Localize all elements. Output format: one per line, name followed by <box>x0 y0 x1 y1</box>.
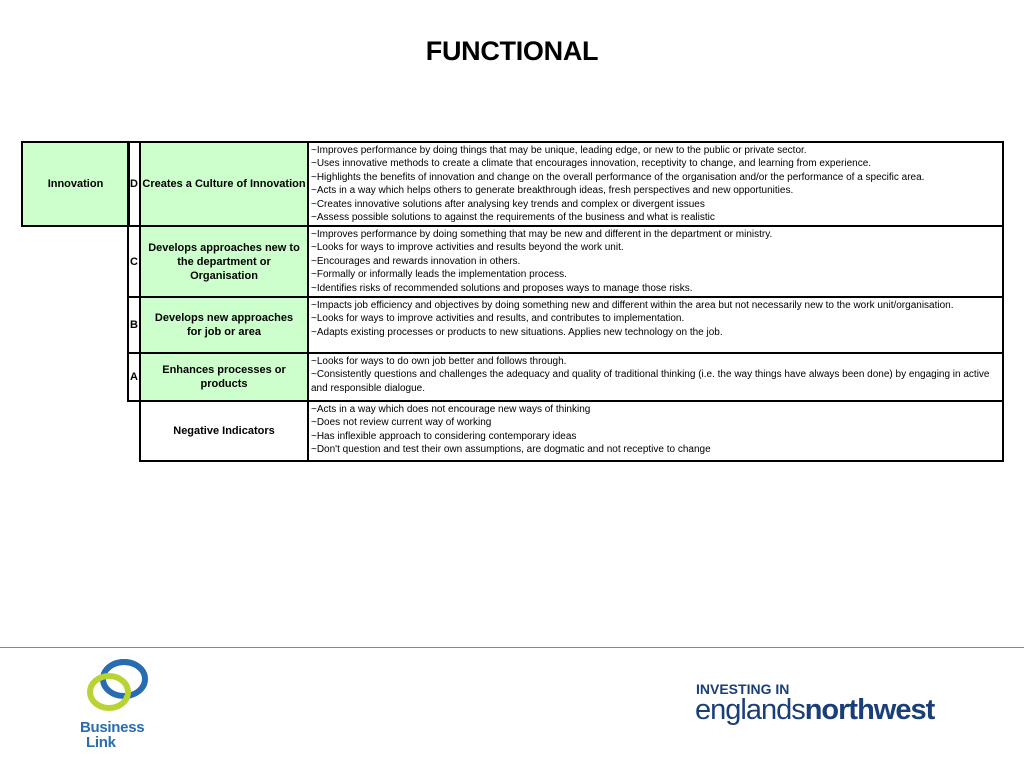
indicator: ~Improves performance by doing things th… <box>311 145 807 156</box>
indicator: ~Looks for ways to do own job better and… <box>311 356 567 367</box>
nw-logo-investing-in: INVESTING IN <box>696 681 790 697</box>
level-c-indicators: ~Improves performance by doing something… <box>307 225 1004 298</box>
indicator: ~Looks for ways to improve activities an… <box>311 313 685 325</box>
business-link-logo <box>87 659 148 711</box>
indicator: ~Acts in a way which does not encourage … <box>311 404 591 415</box>
nw-logo-englands: englands <box>695 694 806 726</box>
indicator: ~Looks for ways to improve activities an… <box>311 242 624 254</box>
level-name-d: Creates a Culture of Innovation <box>139 141 309 227</box>
level-a-indicators: ~Looks for ways to do own job better and… <box>307 352 1004 402</box>
level-name-a: Enhances processes or products <box>139 352 309 402</box>
negative-indicators: ~Acts in a way which does not encourage … <box>307 400 1004 462</box>
indicator: ~Identifies risks of recommended solutio… <box>311 282 693 294</box>
indicator: ~Encourages and rewards innovation in ot… <box>311 255 521 267</box>
indicator: ~Highlights the benefits of innovation a… <box>311 171 925 183</box>
indicator: ~Consistently questions and challenges t… <box>311 369 990 394</box>
indicator: ~Adapts existing processes or products t… <box>311 326 723 338</box>
indicator: ~Creates innovative solutions after anal… <box>311 198 705 210</box>
level-d-indicators: ~Improves performance by doing things th… <box>307 141 1004 227</box>
level-name-b: Develops new approaches for job or area <box>139 296 309 354</box>
nw-logo-wordmark: englandsnorthwest <box>695 694 936 727</box>
nw-logo-northwest: northwest <box>804 694 936 726</box>
competency-name: Innovation <box>47 178 104 190</box>
indicator: ~Improves performance by doing something… <box>311 229 773 240</box>
indicator: ~Uses innovative methods to create a cli… <box>311 158 872 170</box>
negative-indicators-label: Negative Indicators <box>139 400 309 462</box>
indicator: ~Does not review current way of working <box>311 417 492 429</box>
indicator: ~Acts in a way which helps others to gen… <box>311 185 794 197</box>
business-link-word-link: Link <box>86 734 116 751</box>
footer-divider <box>0 647 1024 648</box>
business-link-word-business: Business <box>80 719 145 736</box>
indicator: ~Don't question and test their own assum… <box>311 444 711 456</box>
competency-name-cell: Innovation <box>21 141 130 227</box>
level-b-indicators: ~Impacts job efficiency and objectives b… <box>307 296 1004 354</box>
indicator: ~Formally or informally leads the implem… <box>311 269 567 281</box>
indicator: ~Has inflexible approach to considering … <box>311 430 577 442</box>
level-name-c: Develops approaches new to the departmen… <box>139 225 309 298</box>
indicator: ~Impacts job efficiency and objectives b… <box>311 300 954 311</box>
page-title: FUNCTIONAL <box>425 36 599 66</box>
indicator: ~Assess possible solutions to against th… <box>311 212 715 224</box>
